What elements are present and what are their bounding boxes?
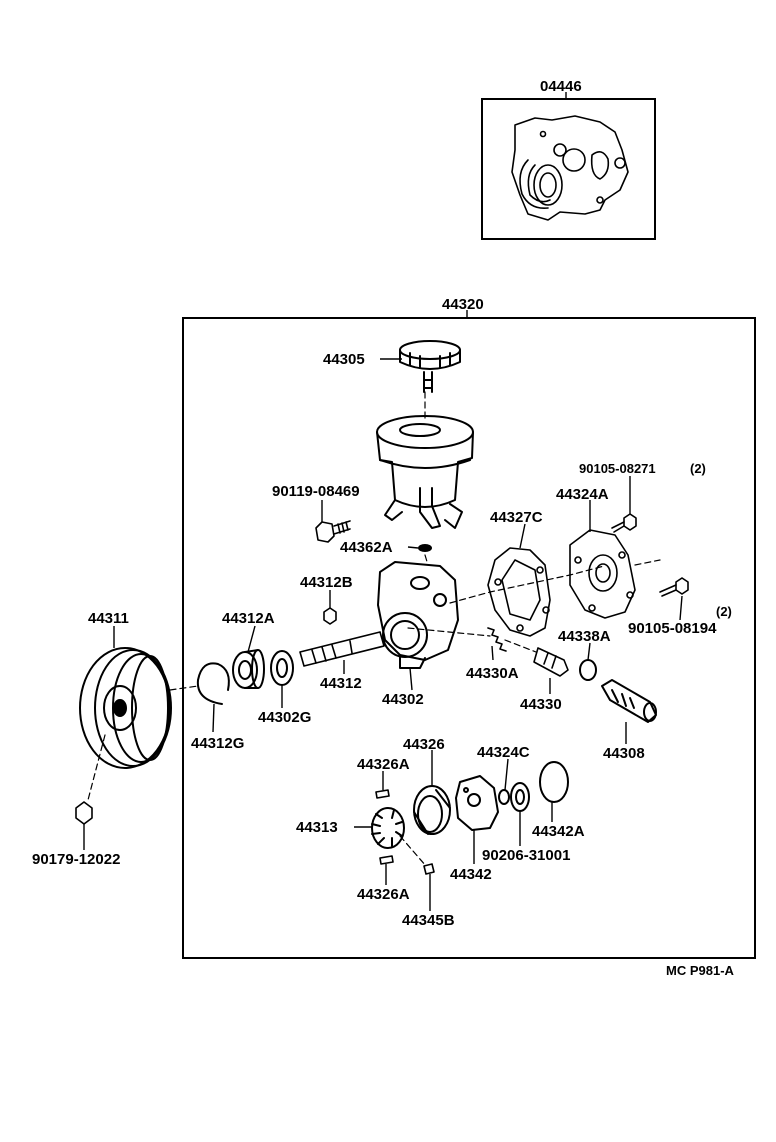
vane-pin-44326A-top xyxy=(375,789,390,799)
label-44324C: 44324C xyxy=(477,744,530,761)
label-assembly-part-number: 44320 xyxy=(442,296,484,313)
label-90179-12022: 90179-12022 xyxy=(32,851,121,868)
snap-ring-44312G xyxy=(196,662,230,705)
vane-44345B xyxy=(423,863,435,875)
side-plate-44342 xyxy=(455,775,499,831)
pulley xyxy=(79,647,172,769)
label-90105-08271: 90105-08271 xyxy=(579,461,656,476)
label-44327C: 44327C xyxy=(490,509,543,526)
label-90206-31001: 90206-31001 xyxy=(482,847,571,864)
reservoir-cap xyxy=(399,340,461,393)
label-44326A-bottom: 44326A xyxy=(357,886,410,903)
label-44324A: 44324A xyxy=(556,486,609,503)
label-44312G: 44312G xyxy=(191,735,245,752)
reservoir-tank xyxy=(376,415,474,529)
gasket-kit-illustration xyxy=(511,115,629,221)
label-44338A: 44338A xyxy=(558,628,611,645)
label-44345B: 44345B xyxy=(402,912,455,929)
label-44308: 44308 xyxy=(603,745,645,762)
label-44302G: 44302G xyxy=(258,709,312,726)
bearing-44312A xyxy=(232,649,265,689)
label-44342A: 44342A xyxy=(532,823,585,840)
nut-90179-12022 xyxy=(75,801,93,825)
union-fitting-44308 xyxy=(601,679,657,723)
seal-44362A-shape xyxy=(418,544,432,552)
flow-control-valve-44330 xyxy=(533,647,569,677)
overhaul-kit-frame xyxy=(481,98,656,240)
label-90105-08271-qty: (2) xyxy=(690,461,706,476)
label-44312: 44312 xyxy=(320,675,362,692)
rotor-44313 xyxy=(371,807,405,849)
label-44362A: 44362A xyxy=(340,539,393,556)
o-ring-44342A xyxy=(539,761,569,803)
label-44313: 44313 xyxy=(296,819,338,836)
label-44330A: 44330A xyxy=(466,665,519,682)
pump-shaft xyxy=(299,631,385,667)
o-ring-44324C xyxy=(498,789,510,805)
vane-pin-44326A-bottom xyxy=(379,855,394,865)
label-44312A: 44312A xyxy=(222,610,275,627)
label-44302: 44302 xyxy=(382,691,424,708)
label-44312B: 44312B xyxy=(300,574,353,591)
cover-44324A xyxy=(569,529,636,619)
label-44326: 44326 xyxy=(403,736,445,753)
label-90105-08194: 90105-08194 xyxy=(628,620,717,637)
label-90119-08469: 90119-08469 xyxy=(272,483,360,500)
label-90105-08194-qty: (2) xyxy=(716,604,732,619)
diagram-code: MC P981-A xyxy=(666,963,734,978)
label-44326A-top: 44326A xyxy=(357,756,410,773)
gasket-44327C xyxy=(487,547,551,637)
label-44342: 44342 xyxy=(450,866,492,883)
pump-body xyxy=(377,561,459,669)
label-44305: 44305 xyxy=(323,351,365,368)
explode-lines xyxy=(87,391,661,867)
spring-44330A xyxy=(487,627,507,652)
label-44311: 44311 xyxy=(88,610,129,627)
label-44330: 44330 xyxy=(520,696,562,713)
bolt-90105-08194 xyxy=(659,577,689,597)
label-kit-part-number: 04446 xyxy=(540,78,582,95)
pump-assembly-frame xyxy=(182,317,756,959)
